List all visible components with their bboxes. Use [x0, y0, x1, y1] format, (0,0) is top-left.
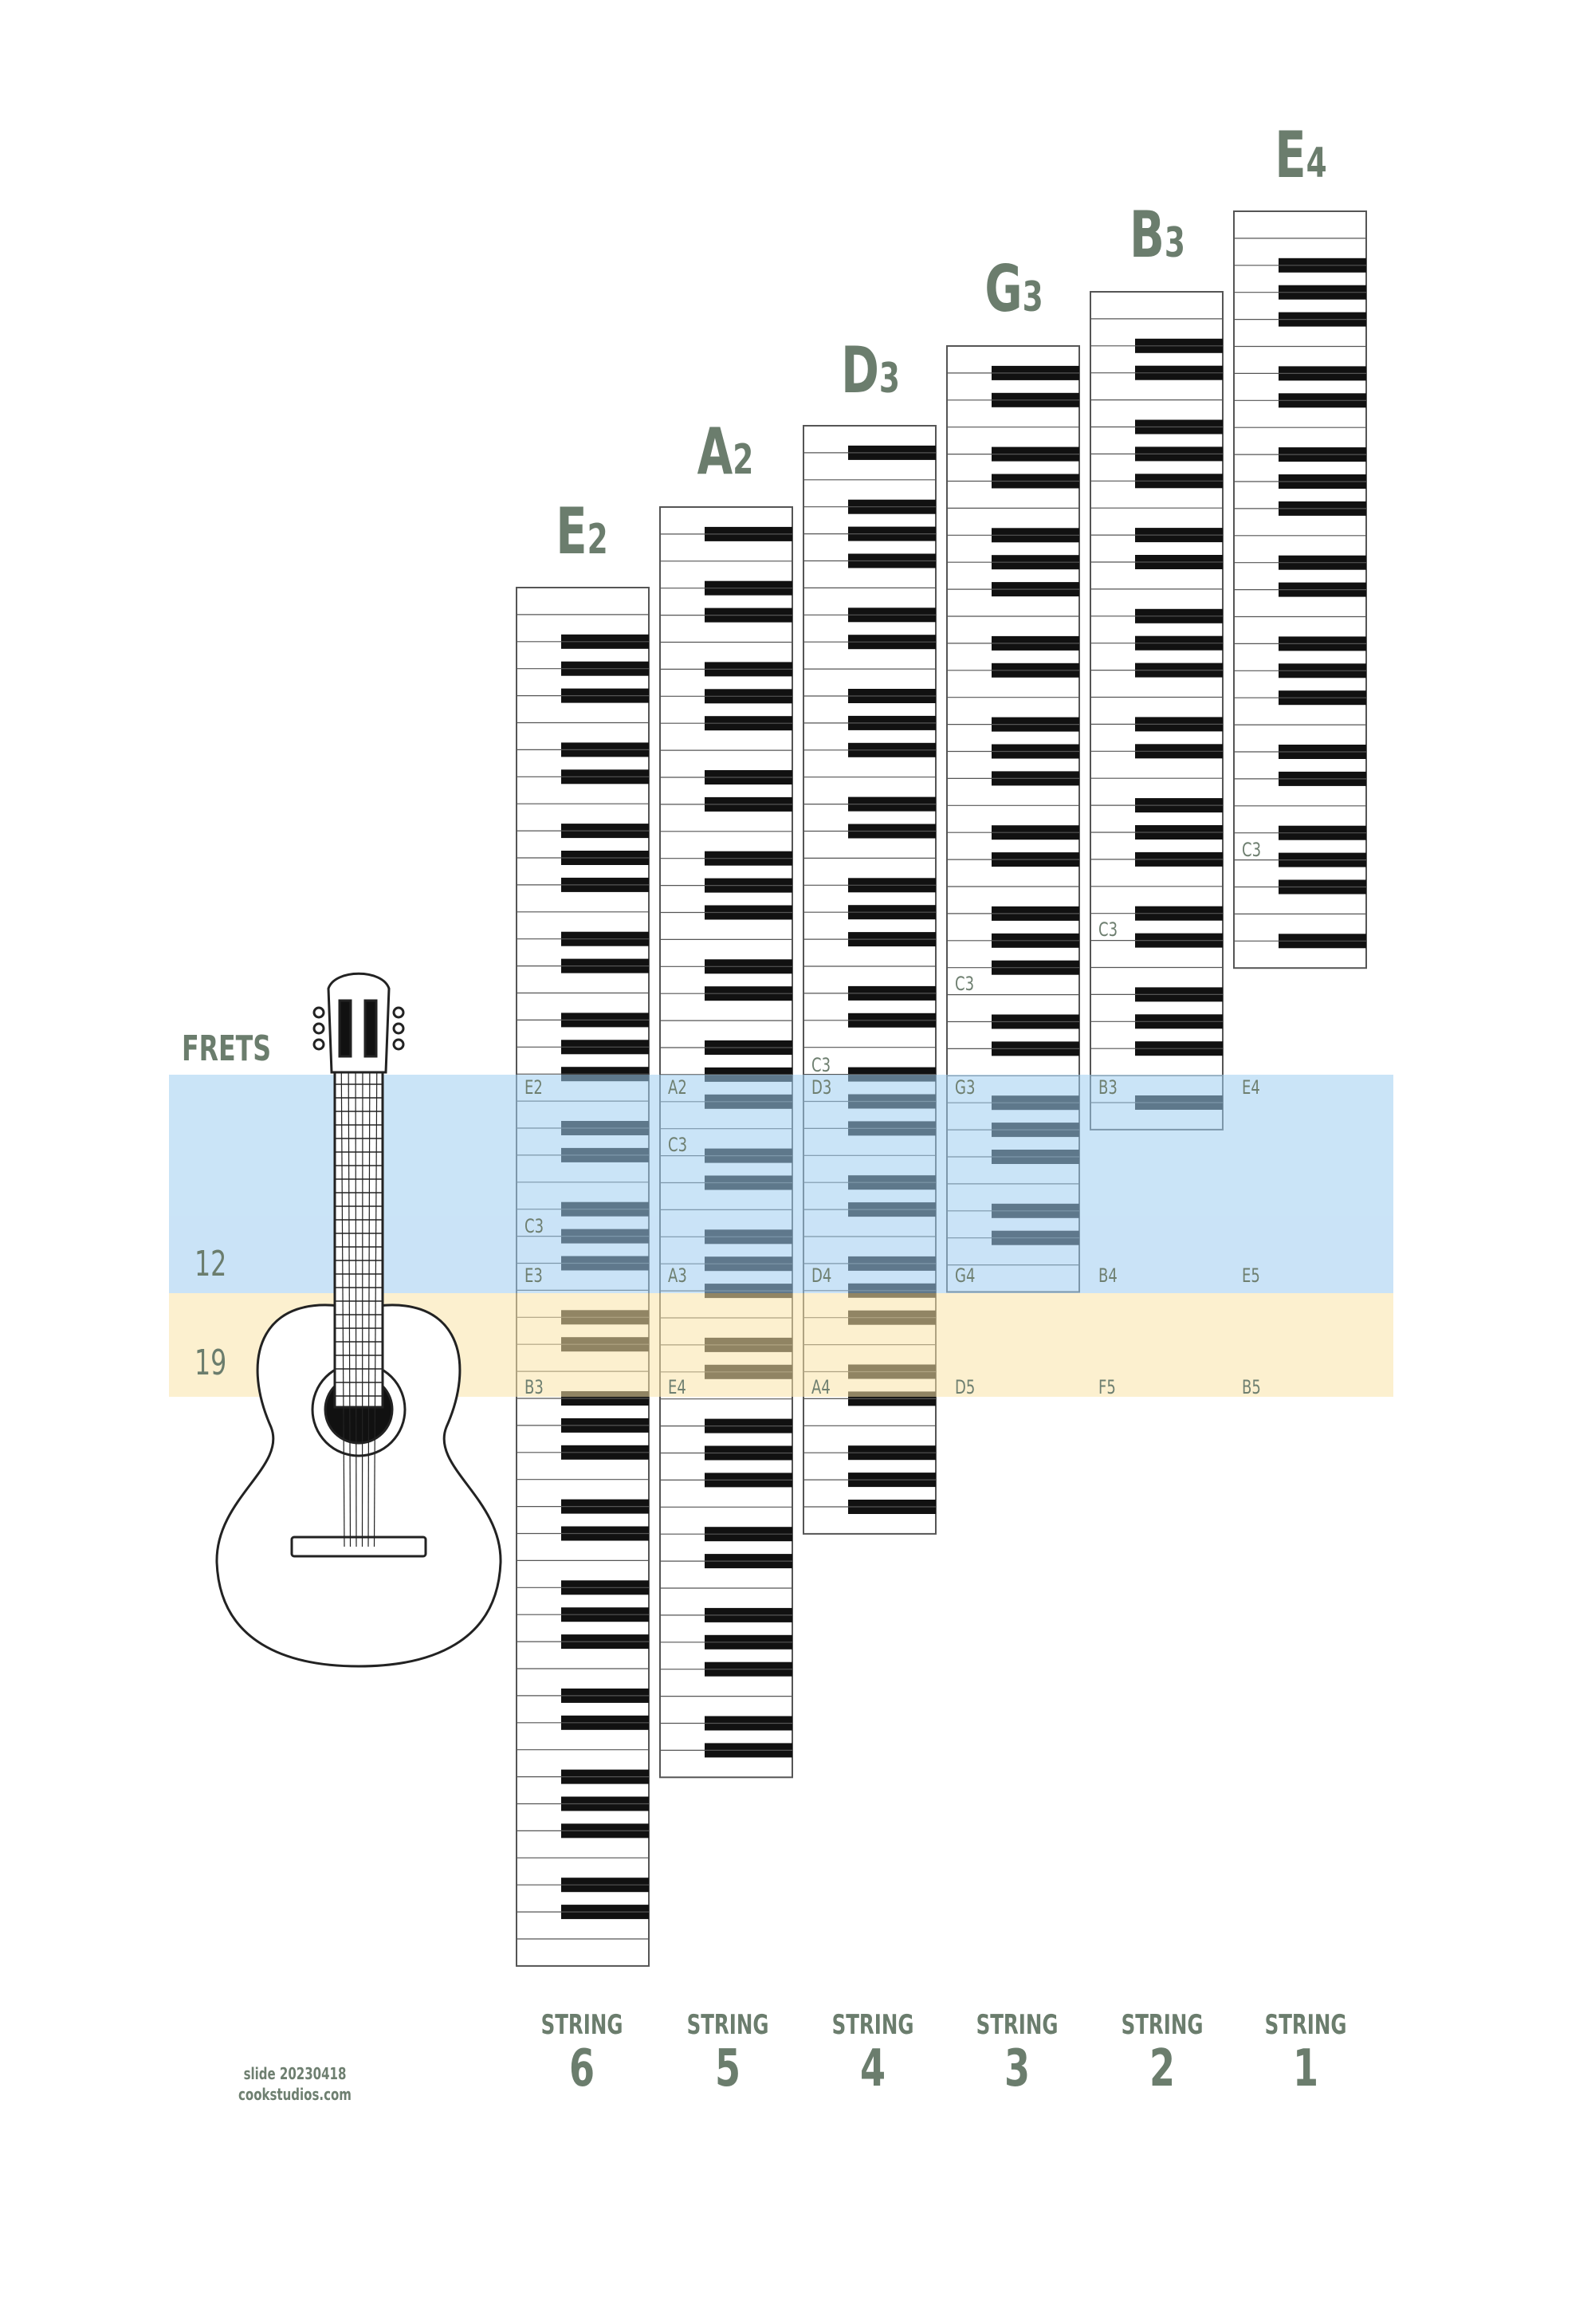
guitar-tuning-peg — [312, 1022, 325, 1035]
guitar-tuning-peg — [392, 1038, 405, 1051]
guitar-illustration — [215, 972, 502, 1668]
tuning-label-string-3: G3 — [984, 252, 1043, 326]
note-marker: D4 — [811, 1264, 832, 1287]
note-marker: A4 — [811, 1376, 831, 1398]
tuning-label-string-5: A2 — [697, 415, 754, 489]
note-marker: E5 — [1242, 1264, 1260, 1287]
note-marker: E4 — [1242, 1076, 1260, 1099]
note-marker: C3 — [955, 973, 975, 995]
credit-line-1: slide 20230418 — [243, 2064, 347, 2083]
keyboard-outline — [803, 425, 937, 1535]
frets-label: FRETS — [182, 1028, 272, 1069]
credit-line-2: cookstudios.com — [238, 2085, 352, 2104]
guitar-headstock — [327, 972, 391, 1074]
tuning-label-string-2: B3 — [1129, 198, 1185, 272]
guitar-string — [340, 1036, 345, 1547]
note-marker: C3 — [1242, 839, 1262, 861]
credit-text: slide 20230418 cookstudios.com — [235, 2063, 355, 2105]
note-marker: E2 — [524, 1076, 543, 1099]
note-marker: D5 — [955, 1376, 976, 1398]
tuning-label-string-1: E4 — [1275, 118, 1327, 192]
guitar-string — [373, 1036, 378, 1547]
guitar-bridge — [290, 1536, 427, 1558]
note-marker: D3 — [811, 1076, 832, 1099]
keyboard-string-2 — [1090, 291, 1224, 1131]
note-marker: E3 — [524, 1264, 543, 1287]
note-marker: F5 — [1098, 1376, 1116, 1398]
keyboard-outline — [1090, 291, 1224, 1131]
guitar-string — [367, 1036, 371, 1547]
guitar-tuning-peg — [312, 1006, 325, 1019]
note-marker: C3 — [524, 1215, 544, 1237]
guitar-headstock-slot-right — [363, 999, 378, 1058]
guitar-string — [348, 1036, 352, 1547]
note-marker: C3 — [811, 1054, 831, 1076]
guitar-tuning-peg — [312, 1038, 325, 1051]
tuning-label-string-4: D3 — [841, 333, 900, 407]
note-marker: G4 — [955, 1264, 976, 1287]
note-marker: C3 — [1098, 918, 1118, 941]
tuning-label-string-6: E2 — [556, 494, 608, 568]
note-marker: B3 — [1098, 1076, 1118, 1099]
note-marker: E4 — [668, 1376, 686, 1398]
note-marker: B4 — [1098, 1264, 1118, 1287]
note-marker: B3 — [524, 1376, 544, 1398]
note-marker: A3 — [668, 1264, 687, 1287]
fret-number-12: 12 — [194, 1244, 227, 1284]
note-marker: G3 — [955, 1076, 976, 1099]
note-marker: A2 — [668, 1076, 687, 1099]
guitar-tuning-peg — [392, 1022, 405, 1035]
guitar-body — [215, 1304, 502, 1668]
fret-number-19: 19 — [194, 1343, 227, 1383]
guitar-tuning-peg — [392, 1006, 405, 1019]
guitar-headstock-slot-left — [338, 999, 352, 1058]
keyboard-string-1 — [1233, 210, 1367, 969]
note-marker: B5 — [1242, 1376, 1261, 1398]
note-marker: C3 — [668, 1134, 688, 1156]
